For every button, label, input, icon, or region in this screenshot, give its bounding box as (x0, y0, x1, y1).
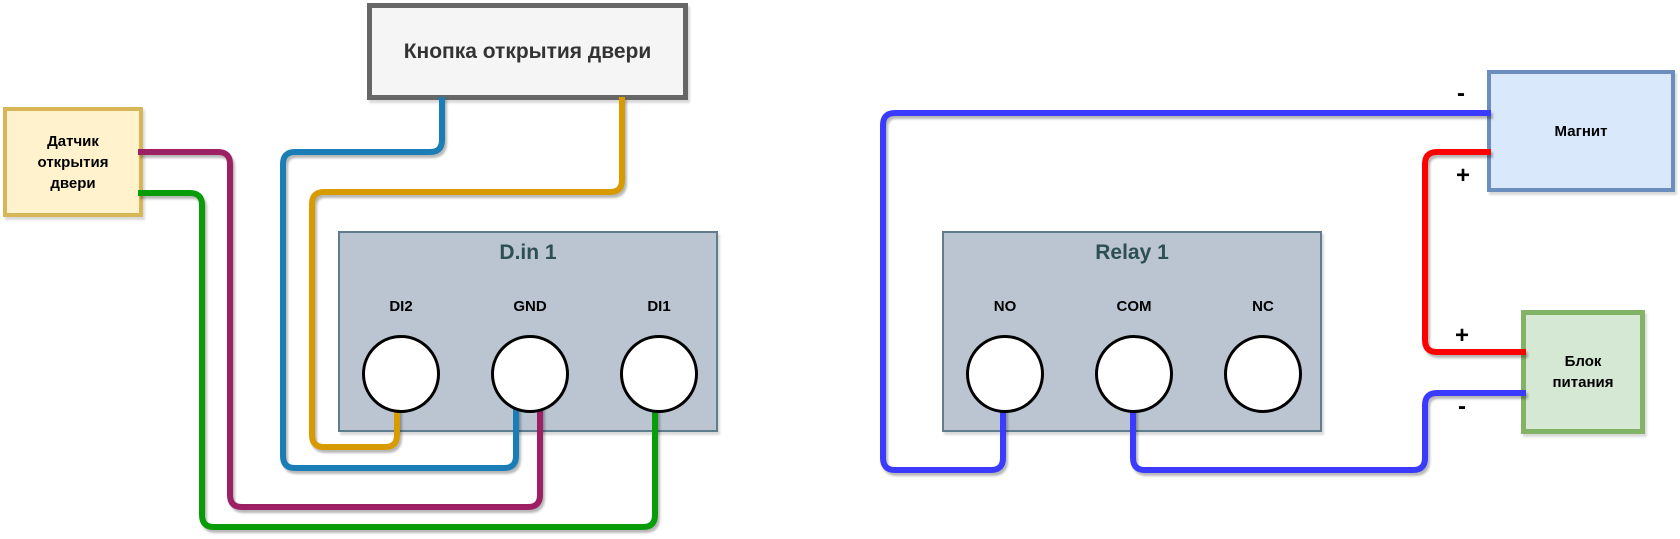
din1-terminal-di1 (620, 335, 698, 413)
magnet-minus-label: - (1457, 80, 1465, 107)
door-open-button-node: Кнопка открытия двери (367, 3, 688, 100)
psu-plus-label: + (1454, 322, 1469, 349)
door-open-button-label: Кнопка открытия двери (403, 39, 652, 63)
relay1-title: Relay 1 (1095, 241, 1169, 264)
magnet-plus-label: + (1455, 162, 1470, 189)
magnet-node: Магнит (1487, 70, 1675, 192)
door-sensor-node: Датчик открытия двери (3, 107, 143, 217)
psu-minus-label: - (1458, 393, 1466, 420)
relay1-terminal-label-nc: NC (1252, 298, 1274, 315)
din1-terminal-label-gnd: GND (513, 298, 547, 315)
power-supply-node: Блок питания (1521, 310, 1645, 434)
din1-terminal-label-di1: DI1 (647, 298, 671, 315)
door-sensor-label: Датчик открытия двери (37, 132, 109, 192)
relay1-terminal-label-no: NO (993, 298, 1017, 315)
relay1-terminal-no (966, 335, 1044, 413)
relay1-terminal-label-com: COM (1116, 298, 1152, 315)
din1-terminal-label-di2: DI2 (389, 298, 413, 315)
relay1-terminal-com (1095, 335, 1173, 413)
relay1-block: Relay 1 NO COM NC (942, 231, 1322, 432)
power-supply-label: Блок питания (1552, 353, 1614, 391)
magnet-label: Магнит (1554, 122, 1608, 140)
din1-terminal-di2 (362, 335, 440, 413)
din1-title: D.in 1 (499, 241, 557, 264)
din1-terminal-gnd (491, 335, 569, 413)
din1-block: D.in 1 DI2 GND DI1 (338, 231, 718, 432)
relay1-terminal-nc (1224, 335, 1302, 413)
